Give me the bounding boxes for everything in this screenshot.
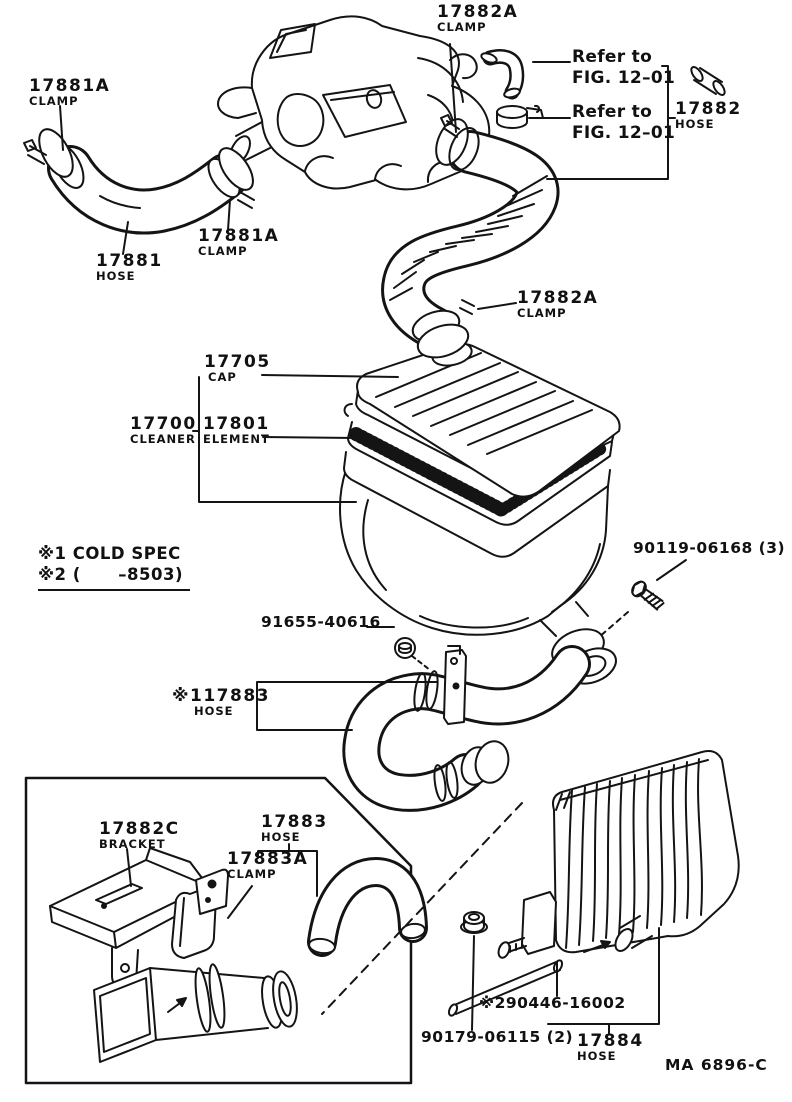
part-name: CLAMP bbox=[29, 94, 79, 109]
part-name: BRACKET bbox=[99, 837, 166, 852]
part-name: CLAMP bbox=[227, 867, 277, 882]
part-name: CLEANER bbox=[130, 432, 196, 447]
part-name: CAP bbox=[208, 370, 237, 385]
refer-line2: FIG. 12–01 bbox=[572, 122, 676, 143]
part-number: 17883A bbox=[227, 849, 309, 869]
part-number: 17881 bbox=[96, 251, 163, 271]
refer-line1: Refer to bbox=[572, 102, 653, 122]
refer-line1: Refer to bbox=[572, 47, 653, 67]
leader-lines bbox=[59, 43, 687, 1035]
callout-91655: 91655-40616 bbox=[261, 614, 381, 631]
nut-91655-symbol bbox=[394, 637, 416, 659]
hose-17881-drawing bbox=[23, 128, 255, 235]
engine-manifold-drawing bbox=[217, 15, 491, 191]
part-name: HOSE bbox=[261, 830, 301, 845]
callout-17881a-right: 17881A CLAMP bbox=[198, 226, 280, 259]
part-number: 17801 bbox=[203, 414, 270, 434]
duct-17883-drawing bbox=[93, 857, 428, 1063]
clamp-fitting-drawing bbox=[496, 104, 544, 129]
part-number: 17882A bbox=[437, 2, 519, 22]
part-name: HOSE bbox=[194, 704, 234, 719]
refer-note-1: Refer to FIG. 12–01 bbox=[572, 47, 675, 88]
air-cleaner-assembly-drawing bbox=[339, 341, 621, 685]
part-number: 91655-40616 bbox=[261, 613, 381, 631]
part-number: 17882C bbox=[99, 819, 180, 839]
callout-17882a-top: 17882A CLAMP bbox=[437, 2, 519, 35]
callout-17882: 17882 HOSE bbox=[675, 99, 742, 132]
part-number: 17882 bbox=[675, 99, 742, 119]
assembly-dashed-lines bbox=[321, 611, 629, 1015]
part-name: CLAMP bbox=[198, 244, 248, 259]
callout-90179: 90179-06115 (2) bbox=[421, 1029, 573, 1046]
bolt-90119-drawing bbox=[631, 580, 665, 611]
part-name: CLAMP bbox=[437, 20, 487, 35]
refer-note-2: Refer to FIG. 12–01 bbox=[572, 102, 675, 143]
callout-17881: 17881 HOSE bbox=[96, 251, 163, 284]
callout-17883-main: ※117883 HOSE bbox=[172, 686, 270, 719]
callout-17705: 17705 CAP bbox=[204, 352, 271, 385]
callout-90119: 90119-06168 (3) bbox=[633, 540, 785, 557]
figure-code: MA 6896-C bbox=[665, 1056, 768, 1074]
clamp-17883a-drawing bbox=[171, 868, 229, 959]
part-number: 17882A bbox=[517, 288, 599, 308]
callout-17884: 17884 HOSE bbox=[577, 1031, 644, 1064]
air-cleaner-cap-drawing bbox=[343, 341, 621, 498]
spec-notes: ※1 COLD SPEC ※2 ( –8503) bbox=[38, 543, 190, 592]
part-number: 17881A bbox=[29, 76, 111, 96]
part-number: 17700 bbox=[130, 414, 197, 434]
part-name: HOSE bbox=[96, 269, 136, 284]
part-number: ※117883 bbox=[172, 686, 270, 706]
part-name: ELEMENT bbox=[203, 432, 270, 447]
part-name: HOSE bbox=[675, 117, 715, 132]
part-number: 90119-06168 (3) bbox=[633, 539, 786, 557]
part-number: 90179-06115 (2) bbox=[421, 1028, 574, 1046]
part-number: 17881A bbox=[198, 226, 280, 246]
callout-17700: 17700 CLEANER bbox=[130, 414, 197, 447]
callout-17883-box: 17883 HOSE bbox=[261, 812, 328, 845]
inset-box-drawing bbox=[24, 776, 428, 1085]
hose-17882-corrugated-drawing bbox=[381, 114, 560, 359]
nut-90179-drawing bbox=[460, 911, 488, 934]
part-number: 17883 bbox=[261, 812, 328, 832]
part-number: 17884 bbox=[577, 1031, 644, 1051]
hose-17883-main-drawing bbox=[342, 645, 591, 812]
part-number: ※290446-16002 bbox=[479, 994, 626, 1012]
callout-17881a-left: 17881A CLAMP bbox=[29, 76, 111, 109]
elbow-fitting-drawing bbox=[480, 48, 726, 100]
callout-17883a: 17883A CLAMP bbox=[227, 849, 309, 882]
part-number: 17705 bbox=[204, 352, 271, 372]
part-name: HOSE bbox=[577, 1049, 617, 1064]
callout-17801: 17801 ELEMENT bbox=[203, 414, 270, 447]
callout-290446: ※290446-16002 bbox=[479, 995, 626, 1012]
refer-line2: FIG. 12–01 bbox=[572, 67, 676, 88]
callout-17882a-mid: 17882A CLAMP bbox=[517, 288, 599, 321]
callout-17882c: 17882C BRACKET bbox=[99, 819, 180, 852]
note-cold-spec: ※1 COLD SPEC bbox=[38, 544, 181, 563]
note-date-range: ※2 ( –8503) bbox=[38, 565, 183, 585]
notes-underline bbox=[38, 588, 190, 592]
resonator-17884-drawing bbox=[497, 750, 740, 959]
part-name: CLAMP bbox=[517, 306, 567, 321]
